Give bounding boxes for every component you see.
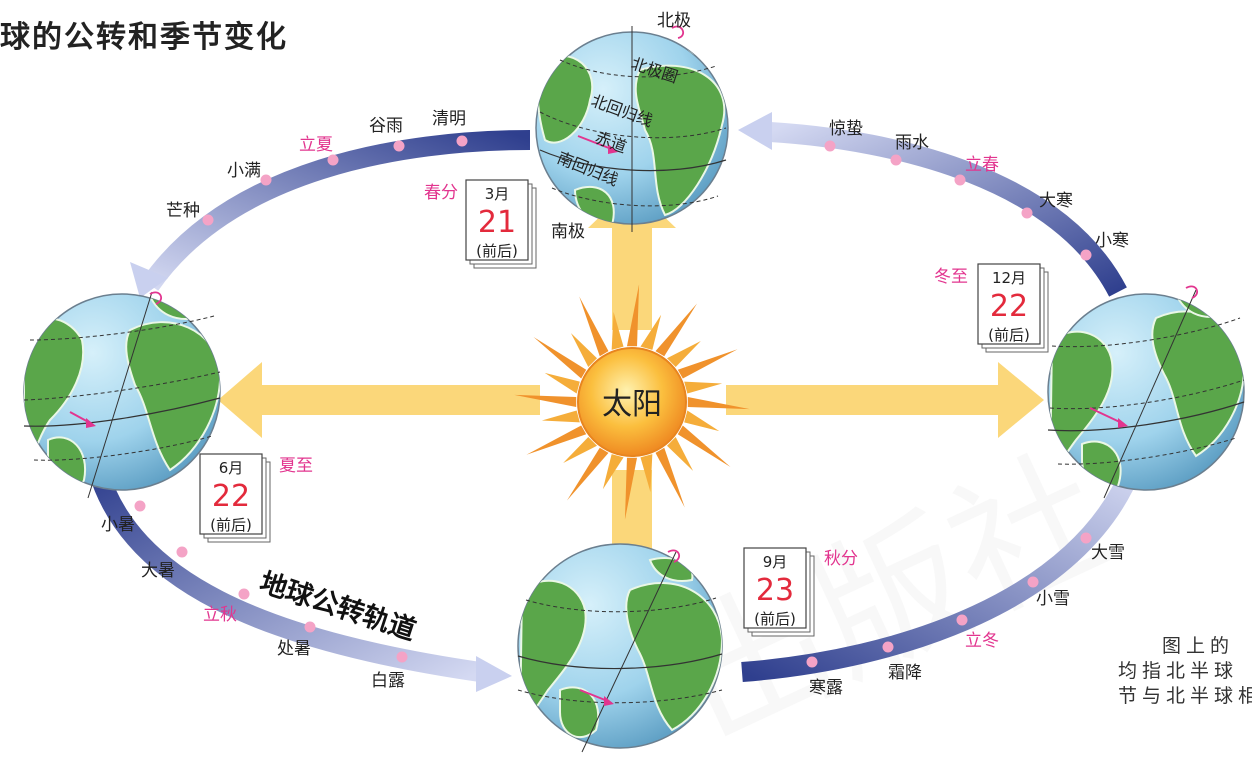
arrow-right xyxy=(726,362,1044,438)
sun-ray xyxy=(611,311,624,350)
day-label: 21 xyxy=(478,205,516,240)
arrow-left xyxy=(218,362,540,438)
approx-label: (前后) xyxy=(988,326,1030,344)
term-shuangjiang: 霜降 xyxy=(888,663,922,683)
sun-ray xyxy=(677,425,731,468)
day-label: 23 xyxy=(756,573,794,608)
term-lichun: 立春 xyxy=(965,155,999,175)
sun-ray xyxy=(563,437,597,464)
calendar-winter: 12月 22 (前后) xyxy=(977,263,1049,353)
term-mangzhong: 芒种 xyxy=(166,201,200,221)
note-line: 节与北半球相 xyxy=(1118,685,1252,707)
sun-ray xyxy=(687,396,750,410)
month-label: 6月 xyxy=(219,459,244,477)
term-daxue: 大雪 xyxy=(1091,543,1125,563)
term-chushu: 处暑 xyxy=(277,639,311,659)
sun-ray xyxy=(566,447,609,501)
term-dashu: 大暑 xyxy=(141,561,175,581)
approx-label: (前后) xyxy=(476,242,518,260)
orbit-arrowhead xyxy=(130,262,168,298)
sun-ray xyxy=(677,349,738,379)
arrow-down xyxy=(612,470,652,552)
sun-ray xyxy=(655,303,698,357)
earth-axis xyxy=(1103,289,1197,499)
term-lixia: 立夏 xyxy=(299,135,333,155)
side-note: 图上的 均指北半球 节与北半球相 xyxy=(1118,634,1252,709)
note-line: 均指北半球 xyxy=(1118,660,1239,682)
note-line: 图上的 xyxy=(1162,635,1235,657)
approx-label: (前后) xyxy=(210,516,252,534)
sun-ray xyxy=(541,410,580,423)
orbit-arrowhead xyxy=(476,656,512,692)
globe-winter xyxy=(1047,285,1245,499)
north-pole-label: 北极 xyxy=(657,11,691,31)
season-name-autumn: 秋分 xyxy=(824,549,858,569)
page-title: 球的公转和季节变化 xyxy=(0,20,288,55)
calendar-summer: 6月 22 (前后) xyxy=(199,453,271,543)
globe-summer xyxy=(23,291,221,499)
season-name-summer: 夏至 xyxy=(279,456,313,476)
term-jingzhe: 惊蛰 xyxy=(829,119,863,139)
globe-spring xyxy=(535,25,729,232)
season-name-spring: 春分 xyxy=(424,183,458,203)
globe-autumn xyxy=(517,543,723,753)
earth-axis xyxy=(581,551,677,753)
day-label: 22 xyxy=(990,289,1028,324)
sun-ray xyxy=(655,447,685,508)
calendar-autumn: 9月 23 (前后) xyxy=(743,547,815,637)
term-xiaohan: 小寒 xyxy=(1095,231,1129,251)
term-qingming: 清明 xyxy=(432,109,466,129)
solar-term-labels: 清明 谷雨 立夏 小满 芒种 小暑 大暑 立秋 处暑 白露 寒露 霜降 立冬 小… xyxy=(101,109,1129,698)
month-label: 12月 xyxy=(992,269,1026,287)
sun-ray xyxy=(667,437,694,471)
term-xiaoxue: 小雪 xyxy=(1036,589,1070,609)
sun-ray xyxy=(602,454,624,490)
approx-label: (前后) xyxy=(754,610,796,628)
month-label: 3月 xyxy=(485,185,510,203)
south-pole-label: 南极 xyxy=(551,222,585,242)
orbit-arrowhead xyxy=(738,112,772,150)
day-label: 22 xyxy=(212,479,250,514)
sun-ray xyxy=(533,336,587,379)
sun-ray xyxy=(684,410,720,432)
sun-ray xyxy=(624,457,638,520)
sun-ray xyxy=(626,284,640,347)
season-name-winter: 冬至 xyxy=(934,267,968,287)
sun-ray xyxy=(526,425,587,455)
sun-ray xyxy=(640,454,653,493)
sun-ray xyxy=(667,340,701,367)
term-dahan: 大寒 xyxy=(1039,191,1073,211)
term-xiaoshu: 小暑 xyxy=(101,515,135,535)
sun-ray xyxy=(544,372,580,394)
term-bailu: 白露 xyxy=(371,671,405,691)
sun-ray xyxy=(684,381,723,394)
sun-ray xyxy=(579,296,609,357)
term-guyu: 谷雨 xyxy=(369,116,403,136)
sun-label: 太阳 xyxy=(602,387,662,422)
month-label: 9月 xyxy=(763,553,788,571)
solar-term-dots xyxy=(134,135,1092,668)
sun: 太阳 xyxy=(514,284,750,520)
sun-ray xyxy=(640,314,662,350)
term-xiaoman: 小满 xyxy=(227,161,261,181)
term-liqiu: 立秋 xyxy=(203,605,237,625)
term-hanlu: 寒露 xyxy=(809,678,843,698)
term-yushui: 雨水 xyxy=(895,133,929,153)
calendar-spring: 3月 21 (前后) xyxy=(465,179,537,269)
earth-axis xyxy=(87,291,153,499)
sun-ray xyxy=(514,394,577,408)
term-lidong: 立冬 xyxy=(965,631,999,651)
sun-ray xyxy=(570,333,597,367)
